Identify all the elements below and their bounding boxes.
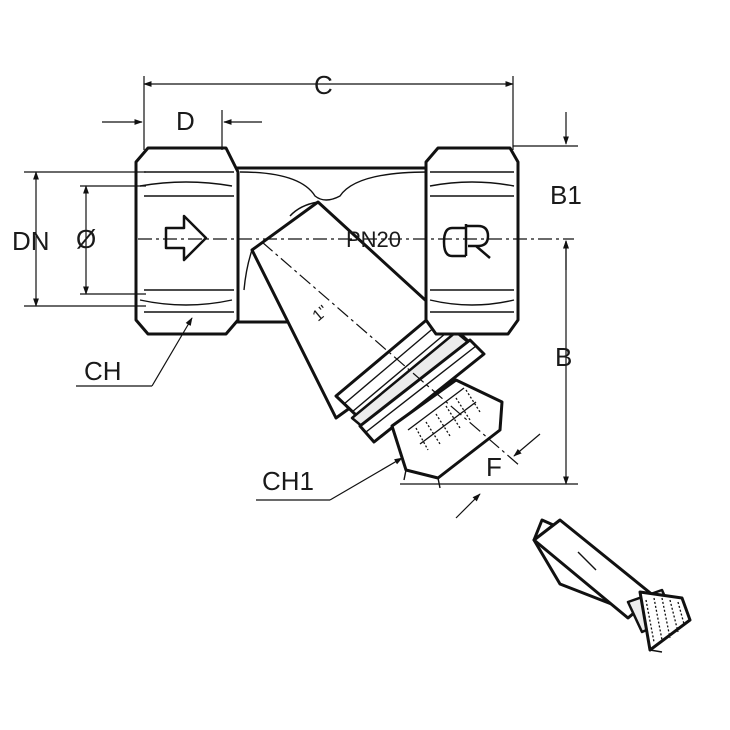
dim-label-ch: CH [84, 356, 122, 386]
dim-label-f: F [486, 452, 502, 482]
arrow-right-icon [164, 214, 208, 262]
strainer-body [134, 146, 520, 489]
pressure-marking: PN20 [346, 227, 401, 252]
strainer-screen-part [532, 518, 692, 653]
dim-label-b1: B1 [550, 180, 582, 210]
dim-label-b: B [555, 342, 572, 372]
dim-label-c: C [314, 70, 333, 100]
dim-label-dn: DN [12, 226, 50, 256]
dim-label-diameter: Ø [76, 224, 96, 254]
dim-label-d: D [176, 106, 195, 136]
dim-label-ch1: CH1 [262, 466, 314, 496]
brand-logo-icon [442, 224, 491, 259]
